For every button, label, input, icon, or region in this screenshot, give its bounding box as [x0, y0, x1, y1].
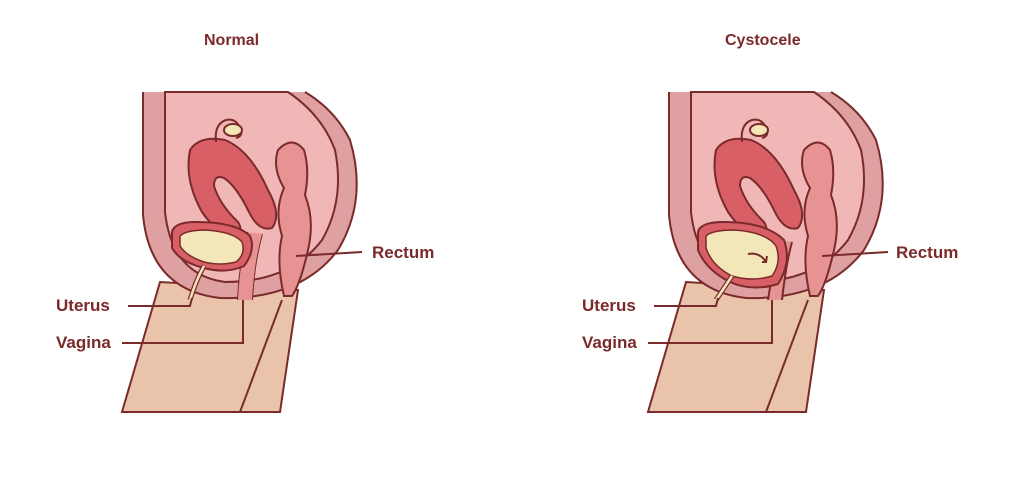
label-vagina-normal: Vagina: [56, 333, 111, 352]
diagram-title-cystocele: Cystocele: [725, 32, 801, 49]
label-uterus-normal: Uterus: [56, 296, 110, 315]
leg-shape: [120, 280, 300, 413]
ovary: [223, 123, 243, 137]
leg-divider: [765, 299, 809, 413]
bladder: [705, 229, 779, 280]
diagram-title-normal: Normal: [204, 32, 260, 49]
rectum-leader-line: [295, 251, 363, 257]
label-rectum-normal: Rectum: [372, 243, 435, 262]
label-rectum-cystocele: Rectum: [896, 243, 959, 262]
label-vagina-cystocele: Vagina: [582, 333, 637, 352]
cystocele-anatomy-illustration: [646, 91, 889, 413]
vagina-leader-line: [648, 300, 773, 344]
rectum-leader-line: [821, 251, 889, 257]
ovary: [749, 123, 769, 137]
bladder: [179, 229, 244, 265]
prolapse-arrow-icon: [747, 252, 768, 263]
normal-anatomy-illustration: [120, 91, 363, 413]
uterus-leader-line: [128, 297, 193, 307]
rectum: [801, 141, 838, 297]
rectum: [275, 141, 312, 297]
vagina-leader-line: [122, 300, 244, 344]
uterus-leader-line: [654, 297, 719, 307]
label-uterus-cystocele: Uterus: [582, 296, 636, 315]
fallopian-tube: [214, 118, 243, 143]
leg-divider: [239, 299, 283, 413]
leg-shape: [646, 280, 826, 413]
fallopian-tube: [740, 118, 769, 143]
